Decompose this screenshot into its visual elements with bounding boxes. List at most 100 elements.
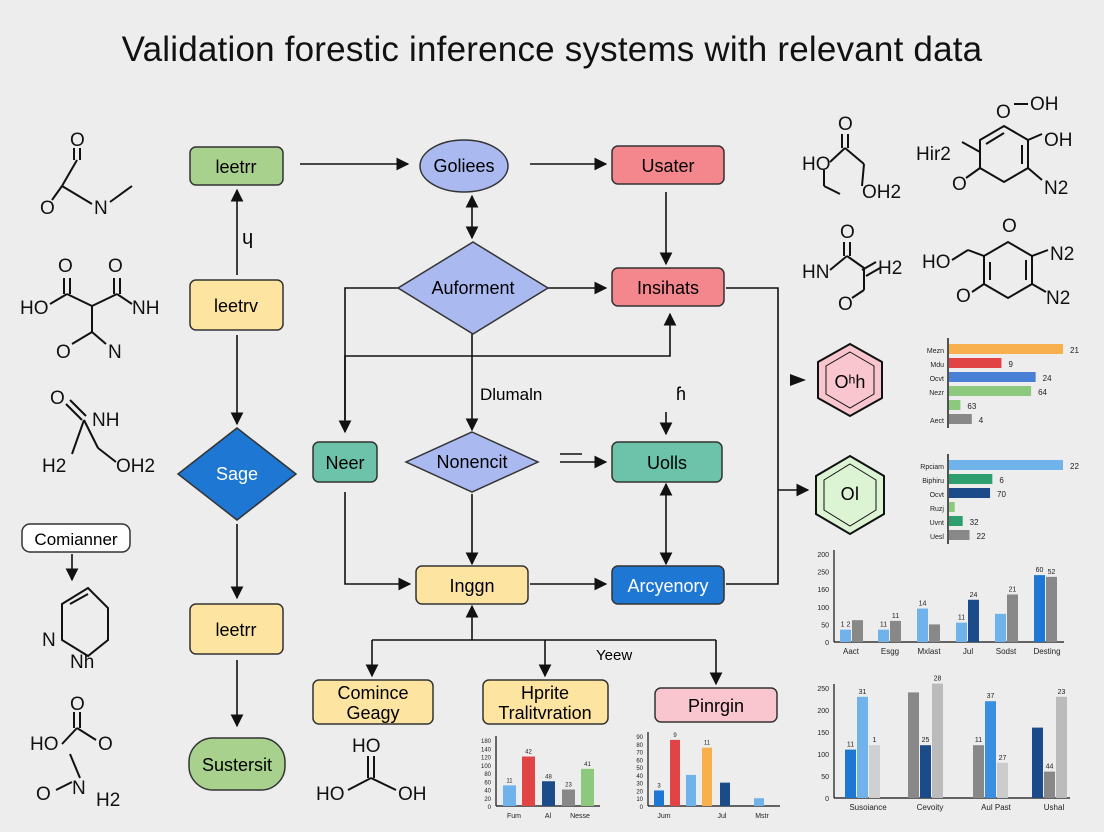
category-label: Mstr <box>755 813 769 820</box>
node-inggn[interactable]: Inggn <box>415 565 529 605</box>
y-tick-label: 40 <box>636 774 643 780</box>
y-tick-label: 100 <box>817 752 829 759</box>
hexagon-1: Oʰh <box>817 342 883 418</box>
svg-text:Nonencit: Nonencit <box>436 452 507 472</box>
svg-text:H2: H2 <box>96 790 120 811</box>
node-comianner[interactable]: Comianner <box>21 523 131 553</box>
bar <box>949 414 972 424</box>
bar <box>917 608 928 642</box>
node-leetrr-2[interactable]: leetrr <box>189 603 284 655</box>
svg-text:Insihats: Insihats <box>637 278 699 298</box>
svg-text:O: O <box>58 256 73 277</box>
data-label: 52 <box>1048 569 1056 576</box>
data-label: 21 <box>1070 346 1079 355</box>
node-usater[interactable]: Usater <box>611 145 725 185</box>
svg-text:OH2: OH2 <box>862 182 901 203</box>
svg-text:Pinrgin: Pinrgin <box>688 696 744 716</box>
edge-label-h: ɦ <box>676 384 686 404</box>
node-sustersit[interactable]: Sustersit <box>188 737 286 791</box>
data-label: 6 <box>999 476 1004 485</box>
data-label: 22 <box>1070 462 1079 471</box>
svg-text:N: N <box>72 778 86 799</box>
bar <box>956 622 967 642</box>
bar <box>845 749 856 798</box>
svg-text:O: O <box>1002 216 1017 237</box>
category-label: Mezn <box>927 348 944 355</box>
bar <box>908 692 919 798</box>
bar <box>702 747 712 806</box>
bar <box>1007 594 1018 642</box>
svg-text:N: N <box>108 342 122 363</box>
category-label: Jul <box>718 813 727 820</box>
bar <box>1044 771 1055 798</box>
svg-text:O: O <box>108 256 123 277</box>
category-label: Fum <box>507 813 521 820</box>
data-label: 24 <box>970 592 978 599</box>
category-label: Cevoity <box>917 803 944 812</box>
y-tick-label: 250 <box>817 686 829 693</box>
node-uolls[interactable]: Uolls <box>611 441 723 483</box>
bar <box>852 620 863 642</box>
category-label: Ocvt <box>930 492 944 499</box>
data-label: 24 <box>1043 374 1052 383</box>
bar <box>522 756 535 806</box>
node-auforment[interactable]: Auforment <box>396 241 550 335</box>
bar <box>1034 575 1045 642</box>
node-nonencit[interactable]: Nonencit <box>404 431 540 493</box>
y-tick-label: 120 <box>481 756 492 762</box>
data-label: 14 <box>919 601 927 608</box>
bar <box>1056 696 1067 798</box>
y-tick-label: 60 <box>636 758 643 764</box>
molecule-3: O NH H2 OH2 <box>42 388 155 477</box>
node-goliees[interactable]: Goliees <box>419 139 509 193</box>
node-sage[interactable]: Sage <box>176 427 298 521</box>
svg-text:N2: N2 <box>1050 244 1074 265</box>
bar <box>654 790 664 806</box>
y-tick-label: 60 <box>484 780 491 786</box>
bar <box>949 386 1032 396</box>
bar <box>503 785 516 806</box>
svg-text:OH2: OH2 <box>116 456 155 477</box>
category-label: Susoiance <box>849 803 887 812</box>
bar <box>869 745 880 798</box>
svg-text:HO: HO <box>922 252 951 273</box>
svg-text:Uolls: Uolls <box>647 453 687 473</box>
molecule-2: O O HO NH O N <box>20 256 159 363</box>
svg-text:O: O <box>36 784 51 805</box>
data-label: 41 <box>584 762 591 768</box>
bar <box>997 762 1008 798</box>
category-label: Uesl <box>930 534 944 541</box>
category-label: Al <box>545 813 552 820</box>
node-pinrgin[interactable]: Pinrgin <box>654 687 778 723</box>
data-label: 1 <box>873 737 877 744</box>
node-leetrv[interactable]: leetrv <box>189 279 284 331</box>
bar <box>878 629 889 642</box>
node-neer[interactable]: Neer <box>312 441 378 483</box>
svg-text:HO: HO <box>316 784 345 805</box>
data-label: 23 <box>565 783 572 789</box>
bar <box>929 624 940 642</box>
y-tick-label: 160 <box>817 587 829 594</box>
bar <box>949 488 991 498</box>
molecule-5: O HO O O N H2 <box>30 694 120 811</box>
node-leetrr-1[interactable]: leetrr <box>189 146 284 186</box>
node-arcyenory[interactable]: Arcyenory <box>611 565 725 605</box>
bar <box>968 599 979 642</box>
node-insihats[interactable]: Insihats <box>611 267 725 307</box>
edge-label-dlumaln: Dlumaln <box>480 385 542 404</box>
svg-text:O: O <box>952 174 967 195</box>
node-comince-geagy[interactable]: Comince Geagy <box>312 679 434 725</box>
bar <box>949 372 1036 382</box>
node-hprite-tralitvration[interactable]: Hprite Tralitvration <box>482 679 609 725</box>
bar <box>581 768 594 806</box>
data-label: 32 <box>970 518 979 527</box>
svg-text:Usater: Usater <box>641 156 694 176</box>
data-label: 42 <box>525 750 532 756</box>
category-label: Sodst <box>996 647 1017 656</box>
